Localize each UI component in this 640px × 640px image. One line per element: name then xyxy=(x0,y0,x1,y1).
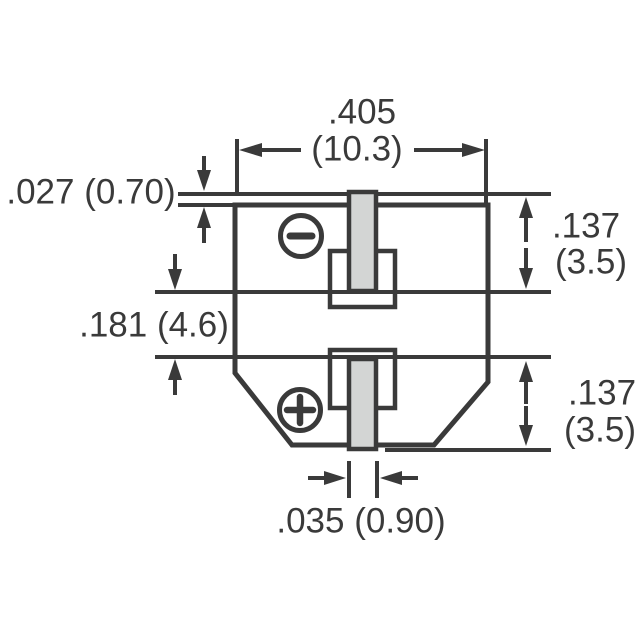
terminal-width-label: .035 (0.90) xyxy=(276,501,446,541)
arrow-down-icon xyxy=(168,269,182,290)
body-width-inches-label: .405 xyxy=(327,92,397,132)
arrow-up-icon xyxy=(519,361,533,382)
terminal-length-top-dimension xyxy=(519,197,533,289)
minus-polarity-icon xyxy=(278,213,324,259)
body-width-dimension xyxy=(235,139,488,204)
arrow-down-icon xyxy=(519,268,533,289)
arrow-down-icon xyxy=(197,170,211,191)
plus-polarity-icon xyxy=(277,387,323,433)
terminal-protrusion-label: .027 (0.70) xyxy=(6,172,176,212)
terminal-length-bottom-mm-label: (3.5) xyxy=(564,410,636,450)
terminal-length-bottom-inches-label: .137 xyxy=(567,373,637,413)
terminal-length-top-mm-label: (3.5) xyxy=(555,242,627,282)
gap-dimension xyxy=(168,254,182,395)
arrow-up-icon xyxy=(197,207,211,228)
terminal-length-top-inches-label: .137 xyxy=(551,206,621,246)
body-width-mm-label: (10.3) xyxy=(311,129,403,169)
arrow-right-icon xyxy=(462,143,485,157)
terminal-gap-label: .181 (4.6) xyxy=(79,305,229,345)
arrow-up-icon xyxy=(519,197,533,218)
arrow-right-icon xyxy=(324,471,346,485)
protrusion-dimension xyxy=(197,156,211,243)
arrow-left-icon xyxy=(239,143,262,157)
terminal-bottom xyxy=(346,356,379,452)
arrow-down-icon xyxy=(519,425,533,446)
component-body-outline xyxy=(232,202,491,448)
arrow-up-icon xyxy=(168,359,182,380)
terminal-width-dimension xyxy=(308,461,418,498)
arrow-left-icon xyxy=(380,471,402,485)
terminal-length-bottom-dimension xyxy=(519,361,533,446)
terminal-top xyxy=(346,189,379,294)
